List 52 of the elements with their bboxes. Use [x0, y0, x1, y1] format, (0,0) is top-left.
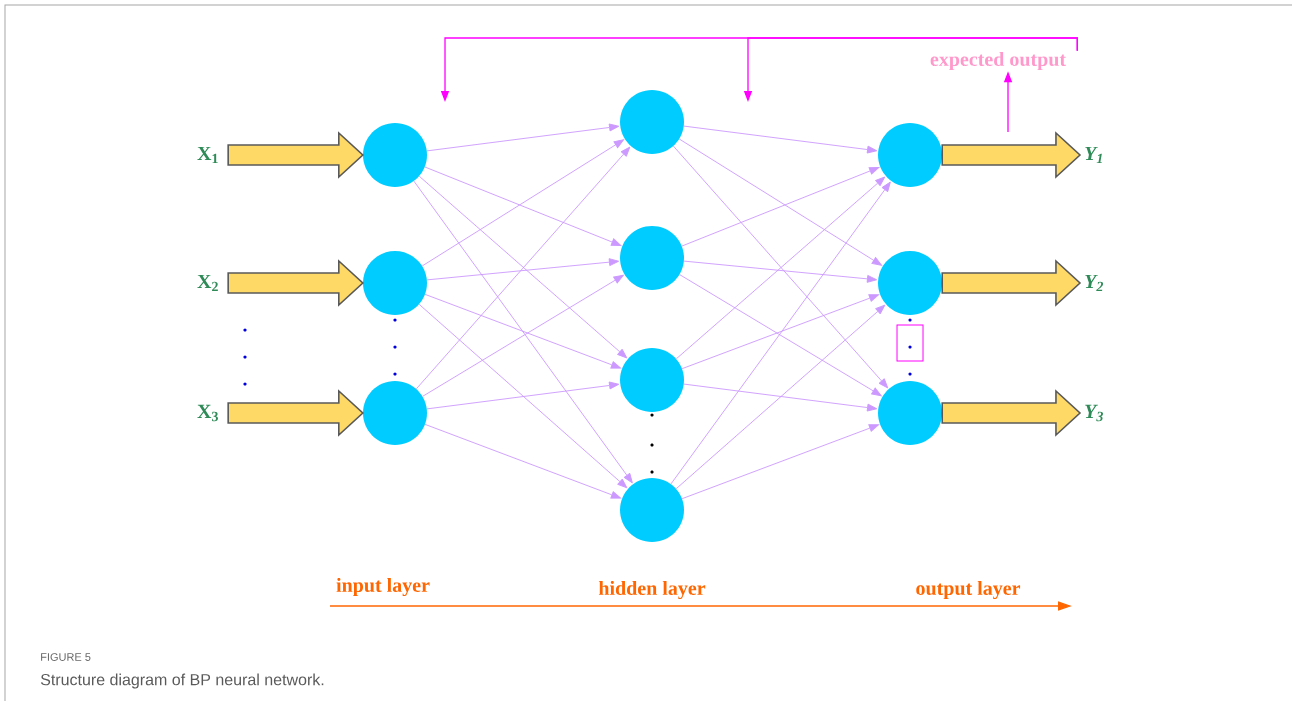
block-arrow [941, 389, 1082, 437]
node-label: X$_{3}$ [197, 404, 218, 422]
arrow [681, 294, 880, 370]
neuron-circle [620, 348, 684, 412]
node-label: expected output [930, 51, 1066, 71]
arrow [424, 166, 622, 246]
block-arrow [227, 389, 364, 437]
arrow [418, 175, 628, 359]
neuron-circle [620, 90, 684, 154]
arrow [422, 274, 624, 397]
node-label: Y$_{1}$ [1085, 146, 1102, 164]
arrow [675, 304, 886, 490]
arrow [683, 125, 878, 154]
block-arrow [227, 131, 364, 179]
layer-label: input layer [335, 576, 431, 598]
arrow [678, 138, 883, 266]
neuron-circle [620, 226, 684, 290]
caption: Structure diagram of BP neural network. [40, 673, 324, 689]
node-label: X$_{1}$ [197, 146, 218, 164]
neuron-circle [363, 123, 427, 187]
arrow [418, 303, 628, 489]
neuron-circle [878, 123, 942, 187]
arrow [670, 181, 891, 485]
arrow [413, 180, 633, 484]
node-label: Y$_{2}$ [1085, 274, 1104, 292]
neuron-circle [363, 251, 427, 315]
node-label: X$_{2}$ [197, 274, 218, 292]
arrow [679, 274, 882, 397]
block-arrow [941, 259, 1082, 307]
arrow [426, 381, 620, 410]
block-arrow [227, 259, 364, 307]
layer-label: output layer [914, 579, 1022, 601]
arrow [683, 260, 878, 283]
arrow [681, 424, 880, 500]
arrow [426, 123, 620, 152]
neuron-circle [878, 251, 942, 315]
arrow [675, 176, 886, 360]
arrow [415, 146, 631, 390]
neuron-circle [620, 478, 684, 542]
neuron-circle [878, 381, 942, 445]
arrow [683, 383, 878, 412]
arrow [424, 293, 622, 369]
arrow [424, 423, 622, 499]
block-arrow [941, 131, 1082, 179]
neuron-circle [363, 381, 427, 445]
arrow [681, 167, 880, 247]
arrow [426, 258, 620, 281]
layer-label: hidden layer [597, 579, 707, 601]
figure-number: FIGURE 5 [41, 653, 91, 661]
node-label: Y$_{3}$ [1085, 404, 1103, 422]
arrow [421, 139, 625, 267]
arrow [672, 145, 889, 389]
